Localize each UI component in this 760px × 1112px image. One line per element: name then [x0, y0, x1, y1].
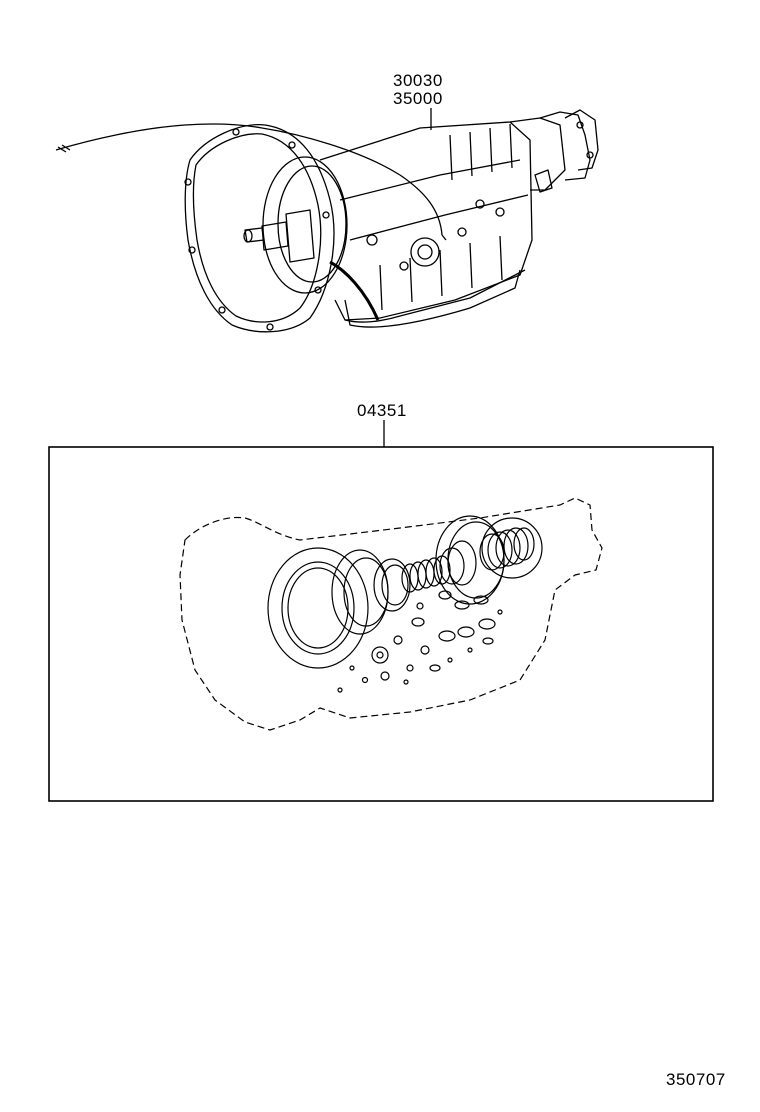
- callout-assembly-part-2: 35000: [393, 89, 443, 108]
- o-ring-1: [331, 549, 389, 635]
- callout-overhaul-kit: 04351: [357, 401, 407, 420]
- o-ring-2: [373, 558, 411, 612]
- front-pump-seal: [267, 547, 369, 669]
- oil-pan: [344, 269, 521, 328]
- main-case: [319, 121, 533, 321]
- extension-housing: [509, 117, 566, 191]
- torque-converter: [262, 156, 348, 294]
- overhaul-gasket-kit-drawing: [179, 497, 603, 731]
- kit-frame: [48, 446, 714, 802]
- figure-number: 350707: [666, 1070, 726, 1089]
- rear-clutch-seals: [479, 527, 535, 571]
- bell-housing: [184, 124, 335, 333]
- transmission-assembly-drawing: [55, 108, 599, 333]
- shift-cable: [55, 123, 263, 151]
- clutch-seal-stack: [401, 540, 477, 593]
- callout-assembly-part-1: 30030: [393, 71, 443, 90]
- phantom-case-outline: [179, 497, 603, 731]
